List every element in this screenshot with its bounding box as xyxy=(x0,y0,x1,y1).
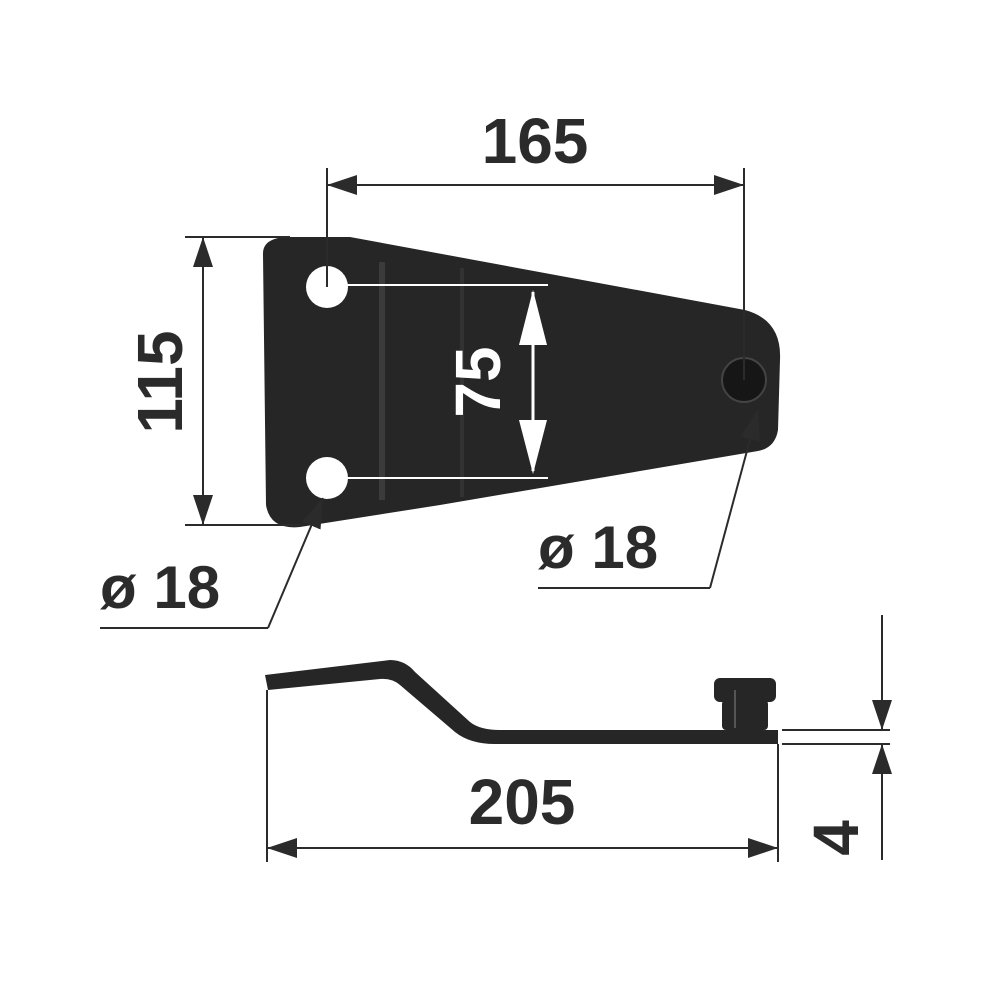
length-dimension-label: 205 xyxy=(469,766,576,838)
bracket-side-profile xyxy=(265,660,778,744)
height-dimension-label: 115 xyxy=(124,330,196,433)
side-view: 205 4 xyxy=(265,615,892,862)
bracket-plate xyxy=(262,237,781,528)
top-view: 75 165 115 ø 18 ø 18 xyxy=(100,105,781,629)
thickness-dimension-label: 4 xyxy=(800,820,872,856)
stud-side-base xyxy=(722,700,768,730)
right-hole-diameter-label: ø 18 xyxy=(538,514,658,581)
hole-spacing-arrow-down xyxy=(519,420,547,474)
stud-side-head xyxy=(714,678,776,702)
hole-spacing-label: 75 xyxy=(442,346,514,417)
bottom-hole xyxy=(306,457,348,499)
left-hole-leader-diagonal xyxy=(267,497,324,629)
width-dimension-label: 165 xyxy=(482,105,589,177)
left-hole-diameter-label: ø 18 xyxy=(100,554,220,621)
hole-spacing-arrow-up xyxy=(519,290,547,345)
right-hole-leader-diagonal xyxy=(709,409,760,589)
